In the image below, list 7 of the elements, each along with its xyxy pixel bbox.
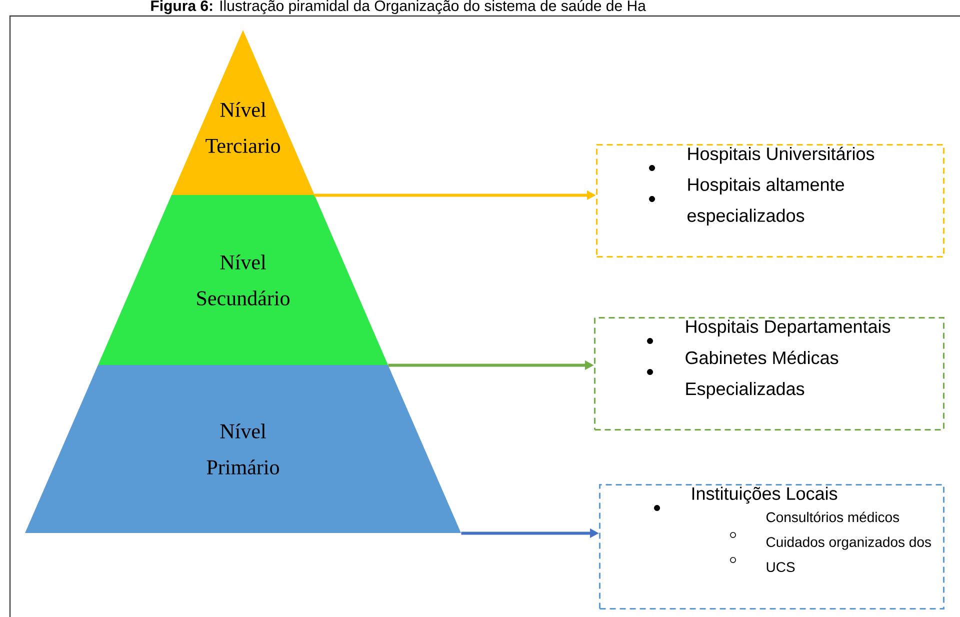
bullet-list-box: Instituições Locais Consultórios médicos Cuidados organizados dos UCS <box>599 484 944 610</box>
figure-title: Figura 6: Ilustração piramidal da Organização do sistema de saúde de Ha <box>151 0 646 14</box>
pyramid-tier: Nível Terciario <box>172 30 314 195</box>
pyramid-tier: Nível Primário <box>25 365 461 533</box>
bullet-list-box: Hospitais Departamentais Gabinetes Médicas Especializadas <box>594 317 944 430</box>
pyramid-tier: Nível Secundário <box>98 195 388 365</box>
bullet-list-box: Hospitais Universitários Hospitais altamente especializados <box>596 144 944 258</box>
